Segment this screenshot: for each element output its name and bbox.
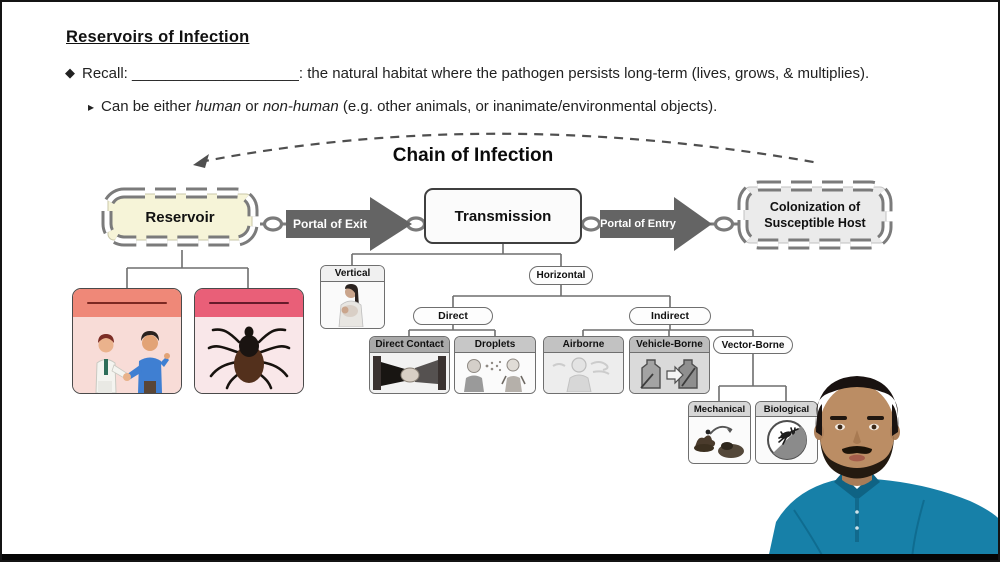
direct-contact-node: Direct Contact: [369, 336, 450, 394]
card-header: [73, 289, 181, 317]
airborne-node: Airborne: [543, 336, 624, 394]
page-title: Reservoirs of Infection: [66, 28, 250, 46]
reservoir-label: Reservoir: [145, 208, 215, 226]
sub-bullet-line: ▸ Can be either human or non-human (e.g. …: [88, 98, 717, 115]
colonization-node: Colonization of Susceptible Host: [734, 177, 896, 253]
sub-pre: Can be either: [101, 98, 196, 115]
handshake-icon: [373, 356, 446, 390]
direct-node: Direct: [413, 307, 493, 325]
instructor-webcam: [768, 376, 998, 559]
airborne-cough-icon: [552, 357, 610, 392]
doctor-patient-handshake-illustration: [95, 331, 170, 393]
biological-label: Biological: [756, 402, 817, 417]
bullet-diamond-icon: ◆: [65, 65, 75, 80]
direct-contact-label: Direct Contact: [370, 337, 449, 353]
indirect-node: Indirect: [629, 307, 711, 325]
portal-of-entry-arrow: Portal of Entry: [600, 196, 712, 252]
fly-waste-to-food-icon: [694, 425, 744, 458]
card-header: [195, 289, 303, 317]
recall-definition: : the natural habitat where the pathogen…: [298, 65, 870, 82]
colonization-label-line2: Susceptible Host: [764, 216, 866, 230]
sub-post: (e.g. other animals, or inanimate/enviro…: [338, 98, 718, 115]
sub-word-nonhuman: non-human: [262, 98, 339, 115]
biological-node: Biological: [755, 401, 818, 464]
colonization-label-line1: Colonization of: [769, 199, 861, 214]
mother-nursing-baby-icon: [338, 284, 363, 327]
recall-line: ◆ Recall: ____________________: the natur…: [65, 65, 869, 82]
tick-illustration: [207, 326, 291, 390]
arrow-right-icon: [286, 197, 412, 251]
vertical-label: Vertical: [321, 266, 384, 282]
vector-borne-node: Vector-Borne: [713, 336, 793, 354]
droplets-label: Droplets: [455, 337, 535, 353]
contaminated-vehicle-icon: [640, 359, 698, 389]
mechanical-label: Mechanical: [689, 402, 750, 417]
feedback-arrowhead-icon: [193, 154, 209, 168]
transmission-node: Transmission: [424, 188, 582, 244]
sub-word-human: human: [195, 98, 242, 115]
video-bottom-bar: [2, 554, 998, 560]
chain-border-icon: [737, 180, 893, 250]
vehicle-borne-label: Vehicle-Borne: [630, 337, 709, 353]
reservoir-human-card: [72, 288, 182, 394]
chain-border-icon: [101, 187, 259, 247]
vertical-node: Vertical: [320, 265, 385, 329]
droplets-node: Droplets: [454, 336, 536, 394]
horizontal-node: Horizontal: [529, 266, 593, 285]
feedback-dashed-arc: [199, 132, 820, 165]
vehicle-borne-node: Vehicle-Borne: [629, 336, 710, 394]
portal-of-exit-arrow: Portal of Exit: [286, 196, 412, 252]
mosquito-icon: [766, 420, 807, 460]
recall-prefix: Recall:: [82, 65, 133, 82]
fill-in-blank: ____________________: [132, 65, 299, 82]
airborne-label: Airborne: [544, 337, 623, 353]
reservoir-nonhuman-card: [194, 288, 304, 394]
bullet-triangle-icon: ▸: [88, 100, 95, 114]
reservoir-node: Reservoir: [98, 184, 262, 250]
mechanical-node: Mechanical: [688, 401, 751, 464]
portal-of-exit-label: Portal of Exit: [292, 217, 367, 231]
sneeze-droplets-icon: [464, 358, 526, 392]
arrow-right-icon: [600, 197, 712, 251]
diagram-title: Chain of Infection: [392, 145, 554, 166]
sub-mid: or: [241, 98, 263, 115]
portal-of-entry-label: Portal of Entry: [600, 218, 676, 230]
